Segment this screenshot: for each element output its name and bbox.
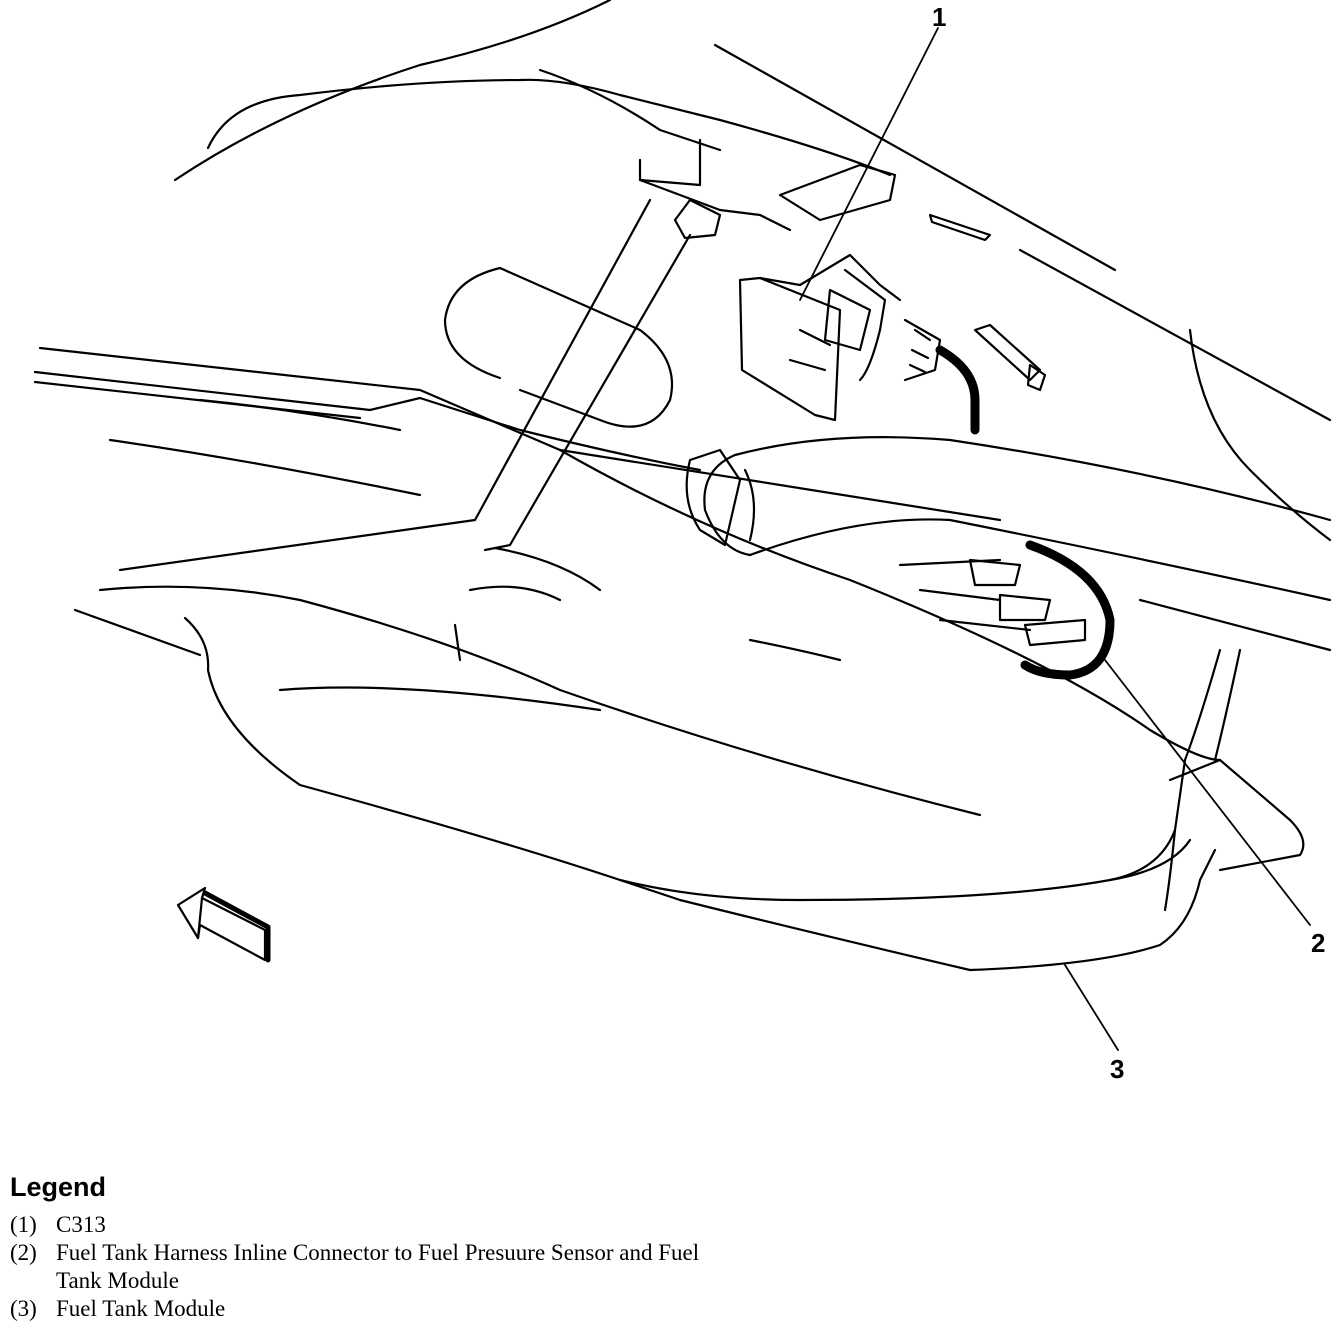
legend-item: (1) C313 (10, 1211, 730, 1239)
legend-item-text: Fuel Tank Module (56, 1296, 226, 1321)
legend-title: Legend (10, 1172, 107, 1202)
direction-arrow-shadow (202, 890, 271, 963)
legend-item-number: (3) (10, 1296, 37, 1321)
legend-item: (3) Fuel Tank Module (10, 1295, 730, 1323)
legend-item-text: Fuel Tank Harness Inline Connector to Fu… (56, 1240, 700, 1293)
callout-1: 1 (932, 2, 946, 32)
callout-2: 2 (1311, 928, 1325, 958)
legend-item: (2) Fuel Tank Harness Inline Connector t… (10, 1239, 730, 1295)
fuel-tank (73, 448, 1305, 972)
fuel-lines (898, 558, 1087, 647)
fuel-tank-diagram: 1 2 3 (33, 0, 1332, 1084)
legend-item-number: (1) (10, 1212, 37, 1237)
wiring-harness (935, 345, 1115, 680)
callout-3: 3 (1110, 1054, 1124, 1084)
legend-item-text: C313 (56, 1212, 106, 1237)
connector-c313 (738, 253, 942, 422)
legend: Legend (1) C313 (2) Fuel Tank Harness In… (10, 1172, 730, 1323)
vehicle-body-outline (33, 0, 1332, 542)
leader-lines (799, 27, 1311, 1051)
filler-pipe (685, 436, 1332, 652)
direction-arrow-icon (176, 886, 267, 962)
bracket-strap (118, 138, 992, 592)
legend-item-number: (2) (10, 1240, 37, 1265)
cylinder-component (443, 266, 674, 428)
